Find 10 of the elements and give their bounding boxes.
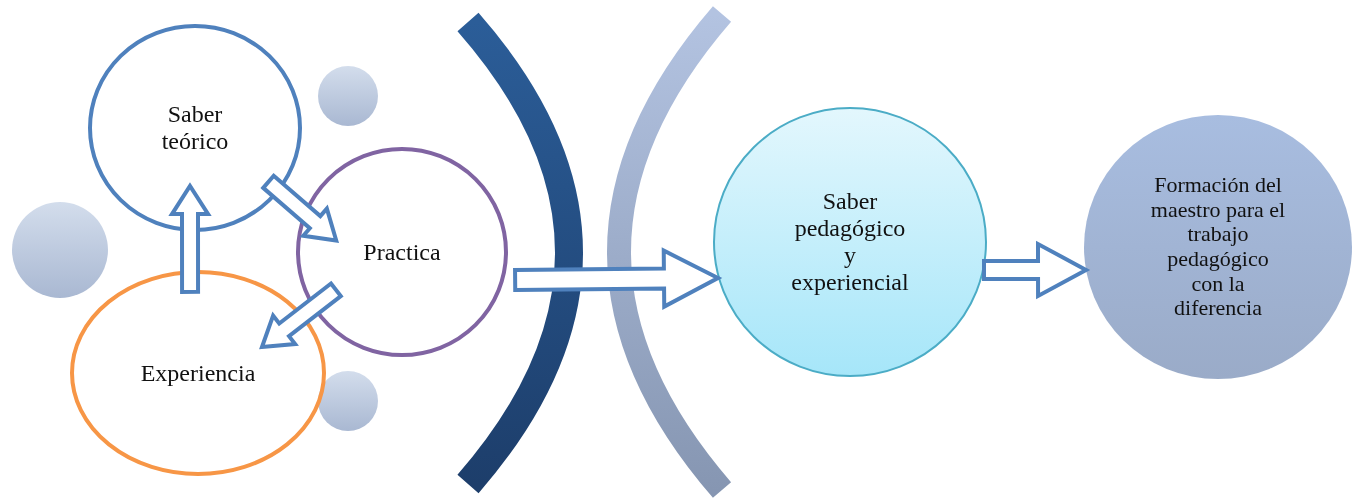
block-arrow	[260, 172, 340, 243]
node-label: Formación del maestro para el trabajo pedagógico con la diferencia	[1150, 173, 1286, 321]
block-arrow	[168, 182, 212, 294]
node-label: Saber pedagógico y experiencial	[790, 188, 910, 296]
block-arrow	[259, 280, 344, 350]
block-arrow	[513, 247, 723, 310]
block-arrow	[982, 240, 1091, 300]
node-label: Saber teórico	[160, 101, 230, 155]
node-label: Practica	[363, 238, 441, 266]
node-label: Experiencia	[140, 359, 256, 387]
